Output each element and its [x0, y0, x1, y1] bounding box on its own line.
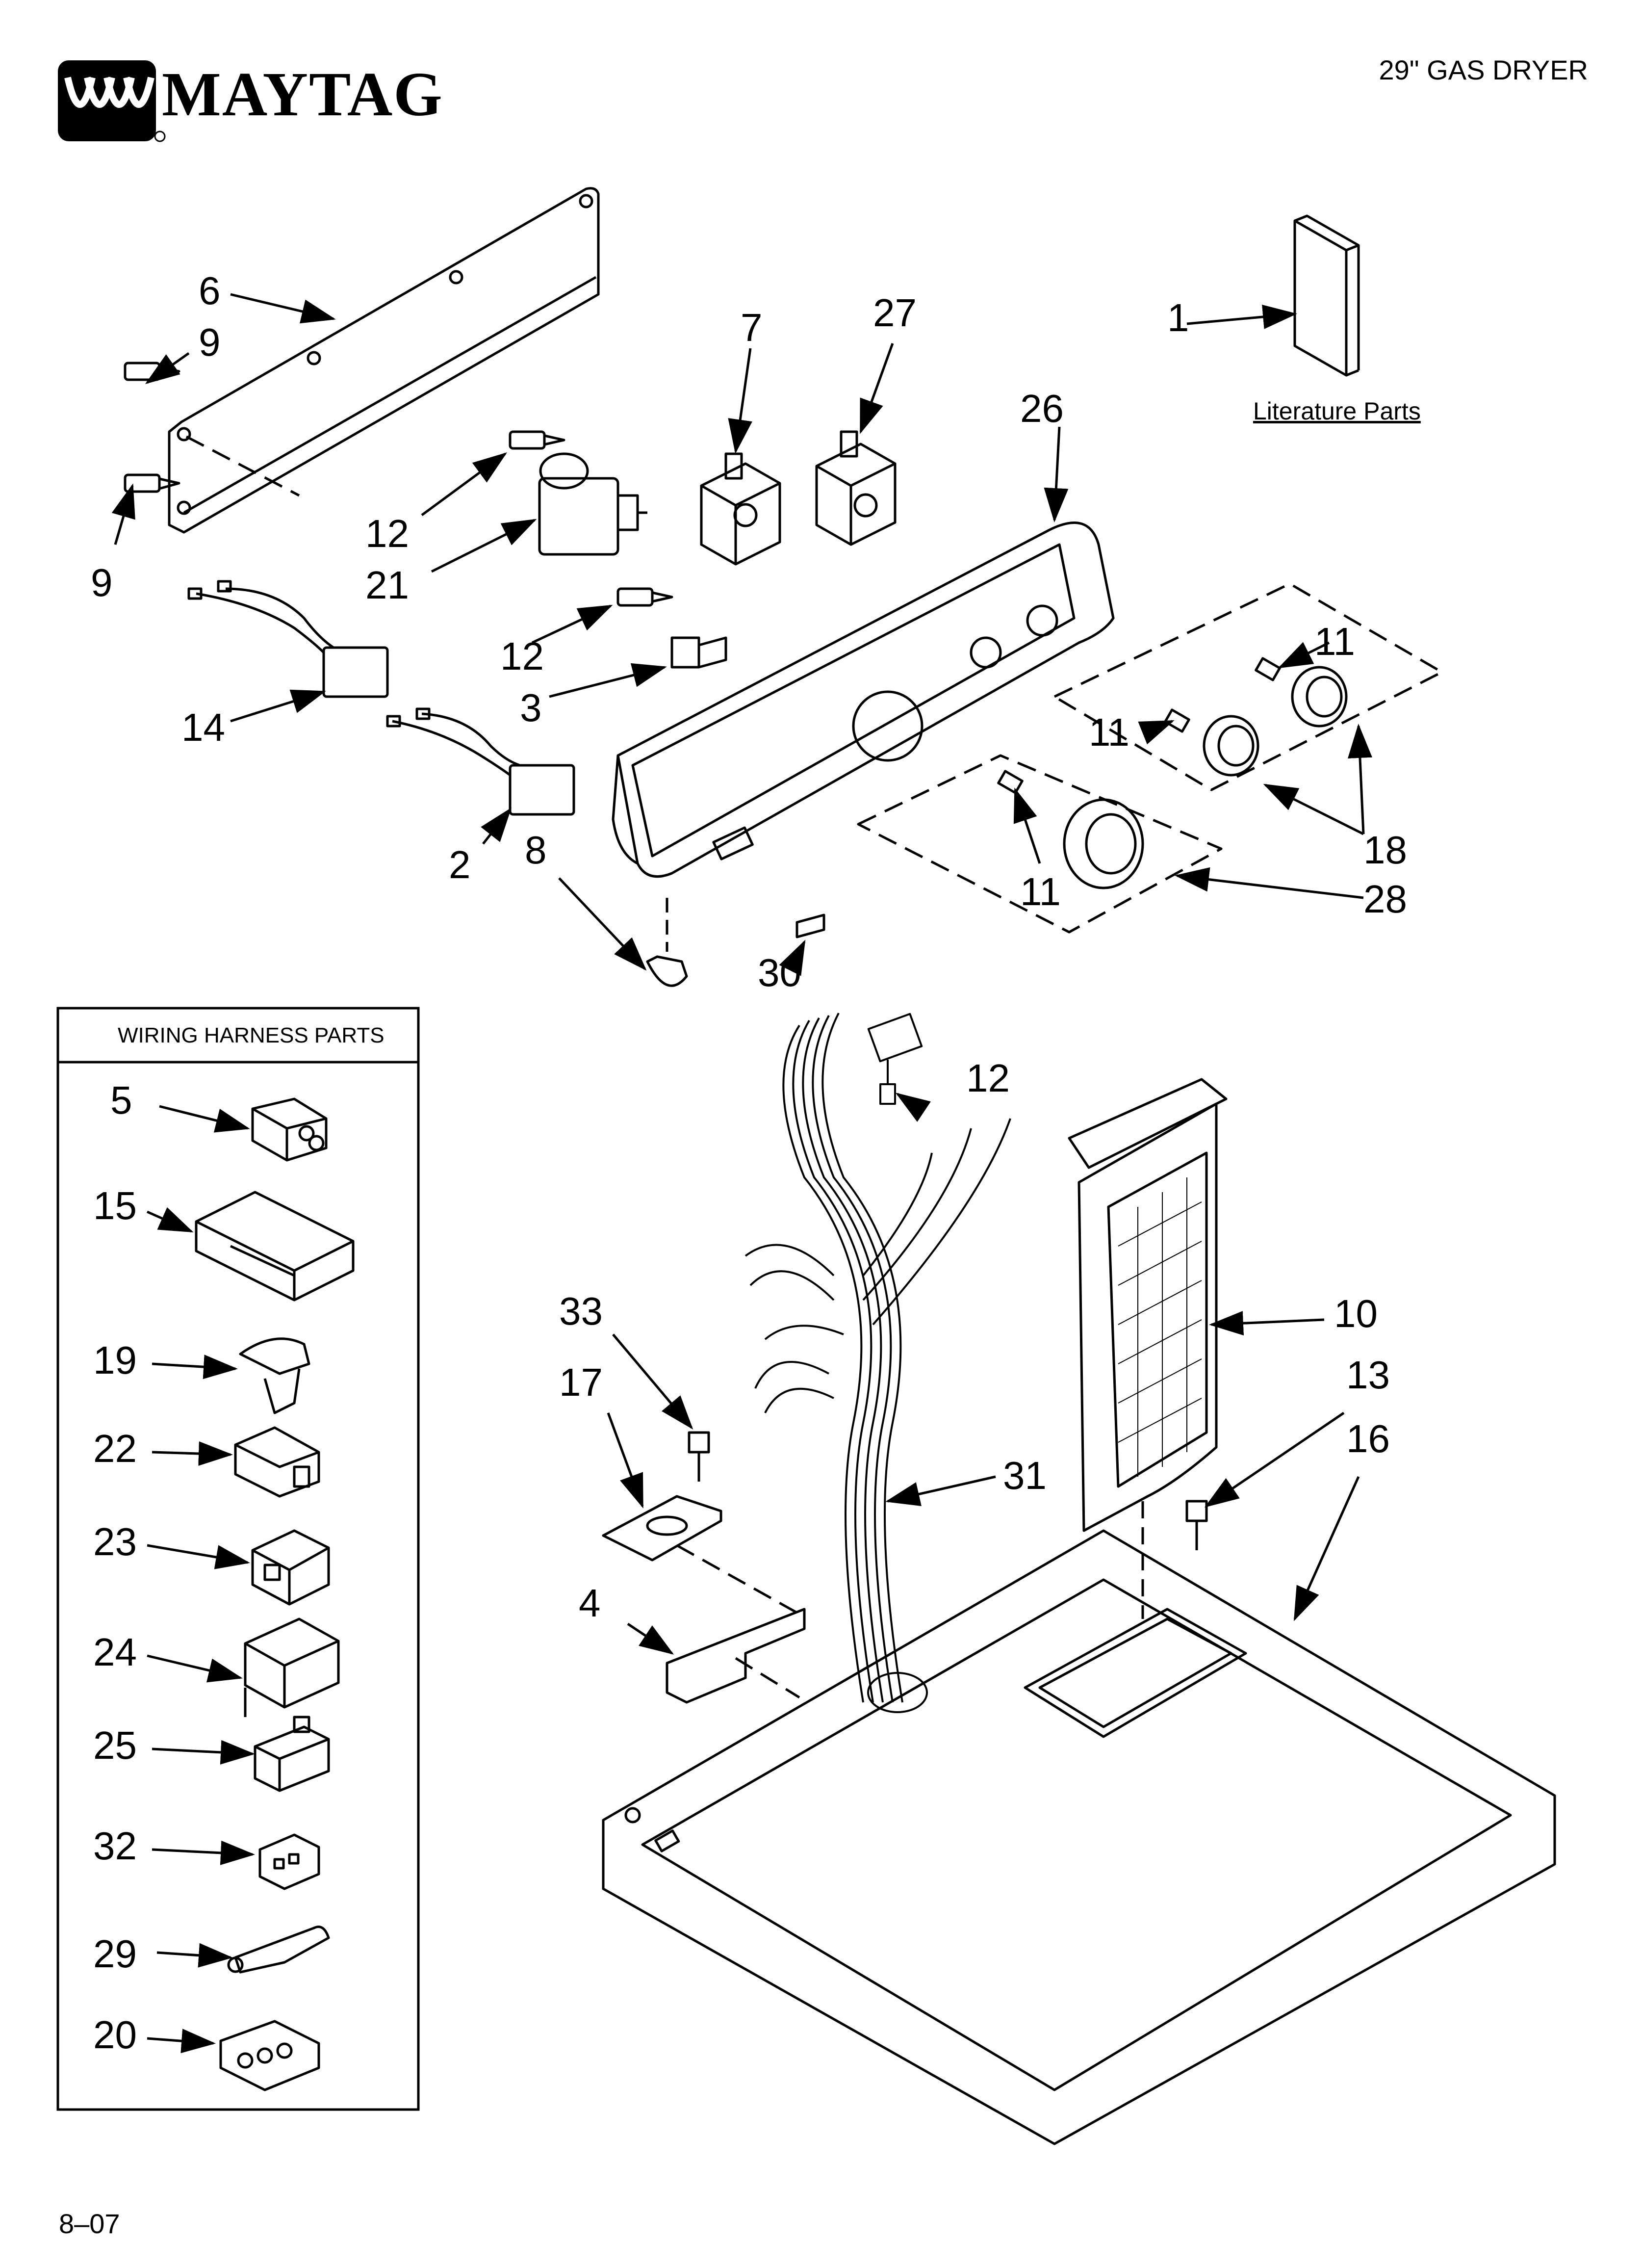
harness-part-23	[251, 1529, 330, 1606]
harness-part-5	[251, 1097, 328, 1162]
harness-part-32	[258, 1833, 320, 1890]
part-4-plate	[666, 1608, 806, 1704]
callout-28: 28	[1363, 877, 1407, 921]
harness-item-23: 23	[93, 1520, 137, 1564]
callout-10: 10	[1334, 1292, 1378, 1335]
part-21-timer	[538, 452, 647, 556]
harness-part-22	[234, 1426, 320, 1498]
callout-16: 16	[1346, 1417, 1390, 1460]
callout-2: 2	[449, 843, 471, 886]
callout-12-b: 12	[500, 634, 544, 678]
part-12-screw-a	[509, 430, 565, 450]
part-14-harness	[187, 580, 389, 698]
page-code: 8–07	[59, 2208, 120, 2239]
harness-item-15: 15	[93, 1184, 137, 1227]
callout-7: 7	[741, 306, 763, 349]
harness-part-19	[239, 1337, 310, 1414]
harness-item-20: 20	[93, 2013, 137, 2057]
harness-part-24	[244, 1617, 340, 1717]
callout-11-lower: 11	[1020, 870, 1061, 913]
harness-part-25	[254, 1716, 330, 1792]
harness-item-22: 22	[93, 1427, 137, 1470]
harness-part-29	[227, 1926, 330, 1974]
wiring-harness-box: WIRING HARNESS PARTS 5 15 19 22 23 24 25…	[56, 1007, 420, 2111]
callout-11-middle: 11	[1089, 710, 1129, 754]
part-1-literature	[1293, 214, 1360, 377]
brand-name: MAYTAG	[162, 59, 443, 129]
part-12-screw-b	[616, 587, 673, 607]
callout-30: 30	[758, 951, 801, 994]
part-31-main-harness	[744, 1013, 1011, 1713]
callout-8: 8	[525, 828, 547, 872]
harness-item-25: 25	[93, 1723, 137, 1767]
callout-6: 6	[199, 269, 221, 313]
part-2-harness	[386, 707, 575, 816]
callout-21: 21	[365, 563, 409, 607]
callout-31: 31	[1003, 1454, 1047, 1497]
callout-18: 18	[1363, 828, 1407, 872]
part-8-clip	[646, 898, 688, 987]
part-28-knob	[857, 754, 1223, 934]
callout-27: 27	[873, 291, 917, 335]
callout-14: 14	[181, 705, 225, 749]
model-title: 29" GAS DRYER	[1379, 54, 1588, 85]
callout-1: 1	[1167, 296, 1189, 339]
part-10-lint-screen	[1068, 1078, 1228, 1619]
part-17-bracket	[602, 1495, 722, 1562]
part-9-screw-lower	[124, 473, 180, 493]
callout-4: 4	[579, 1581, 601, 1625]
part-30-label	[795, 913, 825, 938]
wiring-harness-title: WIRING HARNESS PARTS	[118, 1023, 385, 1047]
literature-parts-label: Literature Parts	[1253, 397, 1421, 425]
callout-17: 17	[559, 1360, 603, 1404]
callout-26: 26	[1020, 387, 1064, 430]
harness-item-24: 24	[93, 1630, 137, 1674]
part-11-spring-c	[1255, 657, 1281, 681]
part-7-switch	[700, 452, 781, 566]
harness-item-32: 32	[93, 1824, 137, 1868]
harness-item-19: 19	[93, 1338, 137, 1382]
callout-9-lower: 9	[91, 561, 113, 604]
harness-item-5: 5	[110, 1078, 132, 1122]
part-11-spring-a	[997, 770, 1024, 794]
part-16-top-panel	[602, 1529, 1556, 2145]
part-33-screw	[688, 1431, 710, 1482]
callout-11-right: 11	[1314, 620, 1355, 663]
part-18-knob-right	[1053, 582, 1443, 791]
harness-part-15	[195, 1191, 355, 1302]
part-18-knob-middle	[1203, 715, 1259, 777]
harness-part-20	[219, 2020, 320, 2091]
callout-12-c: 12	[966, 1056, 1010, 1100]
harness-item-29: 29	[93, 1932, 137, 1976]
part-11-spring-b	[1164, 708, 1190, 733]
callout-3: 3	[520, 686, 542, 730]
part-26-console	[612, 521, 1115, 878]
part-6-bracket	[168, 187, 600, 534]
callout-9-upper: 9	[199, 320, 221, 364]
maytag-logo	[58, 60, 166, 142]
callout-33: 33	[559, 1289, 603, 1333]
part-13-screw	[1185, 1500, 1208, 1550]
callout-13: 13	[1346, 1353, 1390, 1397]
callout-12-a: 12	[365, 512, 409, 555]
part-3-clip	[670, 636, 727, 669]
part-27-switch	[815, 430, 897, 546]
